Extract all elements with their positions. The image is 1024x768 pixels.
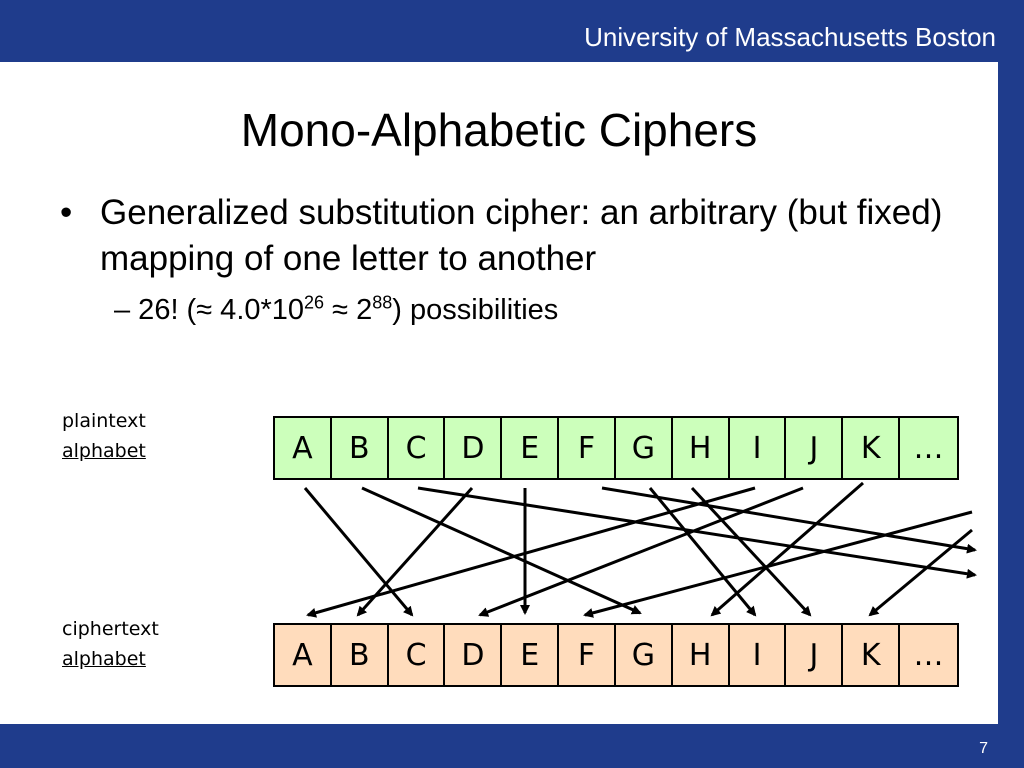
- plaintext-cell: J: [786, 418, 844, 478]
- plaintext-cell: H: [673, 418, 730, 478]
- org-name: University of Massachusetts Boston: [584, 22, 996, 52]
- bullet-marker: •: [60, 193, 73, 232]
- page-number: 7: [979, 740, 988, 757]
- sub-bullet-middle: ≈ 2: [324, 294, 373, 326]
- ciphertext-cell: B: [332, 625, 389, 685]
- ciphertext-cell: A: [275, 625, 332, 685]
- right-edge-strip: [998, 62, 1024, 724]
- ciphertext-cell: …: [913, 637, 944, 673]
- exponent-26: 26: [304, 292, 325, 313]
- plaintext-cell: C: [389, 418, 446, 478]
- slide-title: Mono-Alphabetic Ciphers: [240, 104, 758, 156]
- ciphertext-cell: J: [786, 625, 844, 685]
- ciphertext-cell: D: [445, 625, 503, 685]
- bullet-text-1: Generalized substitution cipher: an arbi…: [100, 193, 943, 278]
- sub-bullet-item: – 26! (≈ 4.0*1026 ≈ 288) possibilities: [114, 292, 914, 328]
- plaintext-label-line1: plaintext: [62, 410, 146, 432]
- ciphertext-cell: E: [502, 625, 560, 685]
- plaintext-cell: F: [559, 418, 616, 478]
- ciphertext-label-line1: ciphertext: [62, 618, 159, 640]
- ciphertext-cell: I: [730, 625, 787, 685]
- plaintext-alphabet-label: plaintext alphabet: [62, 406, 146, 466]
- ciphertext-cell: H: [673, 625, 730, 685]
- plaintext-cell: I: [730, 418, 787, 478]
- plaintext-cell: …: [913, 430, 944, 466]
- header-bar: [0, 0, 1024, 62]
- ciphertext-alphabet-label: ciphertext alphabet: [62, 614, 159, 674]
- plaintext-label-line2: alphabet: [62, 440, 146, 462]
- sub-bullet-prefix: – 26! (≈ 4.0*10: [114, 294, 305, 326]
- exponent-88: 88: [372, 292, 393, 313]
- plaintext-cell: A: [275, 418, 332, 478]
- plaintext-cell: D: [445, 418, 503, 478]
- ciphertext-label-line2: alphabet: [62, 648, 146, 670]
- ciphertext-cell: K: [843, 625, 901, 685]
- sub-bullet-suffix: ) possibilities: [392, 294, 559, 326]
- plaintext-cell: B: [332, 418, 389, 478]
- plaintext-cell: E: [502, 418, 560, 478]
- footer-bar: [0, 724, 1024, 768]
- plaintext-cell: G: [616, 418, 673, 478]
- ciphertext-cell: G: [616, 625, 673, 685]
- ciphertext-cell: F: [559, 625, 616, 685]
- ciphertext-cell: C: [389, 625, 446, 685]
- plaintext-cell: K: [843, 418, 901, 478]
